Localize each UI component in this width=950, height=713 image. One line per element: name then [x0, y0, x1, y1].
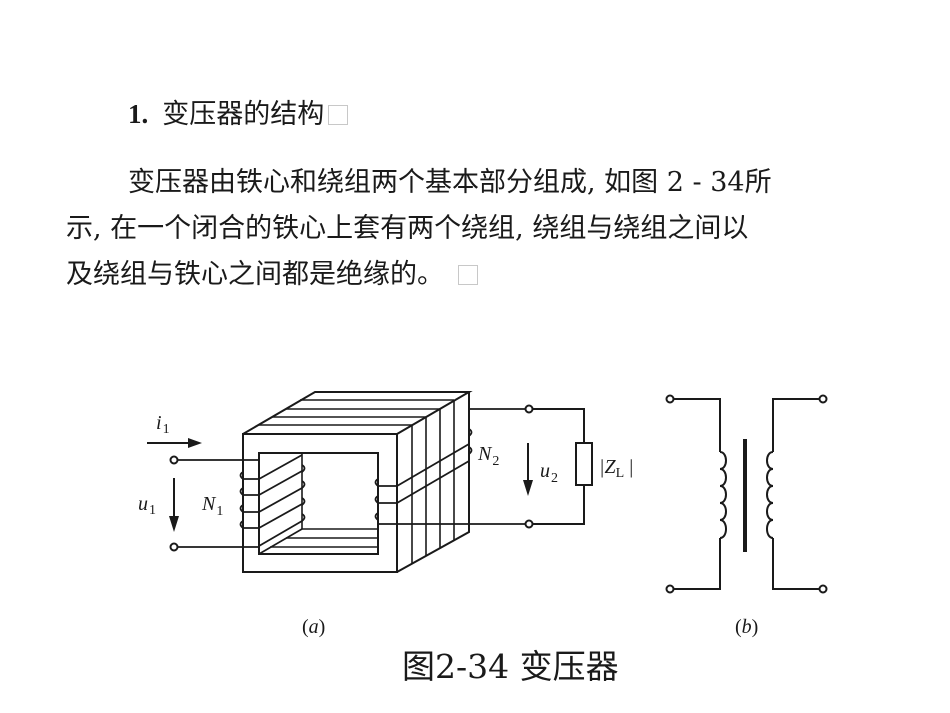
empty-box-icon: [458, 265, 478, 285]
subfigure-label-b: (b): [735, 616, 759, 638]
section-title: 变压器的结构: [162, 99, 325, 130]
secondary-winding: [374, 408, 525, 525]
primary-coil: [719, 451, 727, 539]
symbol-terminal: [818, 584, 828, 594]
figure-caption: 图2-34 变压器: [402, 647, 619, 686]
load-impedance: [575, 442, 593, 486]
label-i1: i1: [156, 412, 170, 437]
voltage-arrow-u1: [169, 478, 179, 532]
label-N2: N2: [477, 443, 499, 469]
symbol-terminal: [665, 394, 675, 404]
paragraph-line: 变压器由铁心和绕组两个基本部分组成, 如图 2 - 34所: [128, 167, 772, 198]
current-arrow-i1: [147, 438, 202, 448]
empty-box-icon: [328, 105, 349, 125]
window-depth-lines: [258, 453, 378, 555]
secondary-coil: [766, 451, 774, 539]
input-terminal-bottom: [169, 542, 179, 552]
label-u1: u1: [138, 493, 156, 518]
core-top-face: [242, 391, 473, 435]
section-heading: 1. 变压器的结构: [128, 96, 349, 133]
paragraph-line-text: 及绕组与铁心之间都是绝缘的。: [66, 259, 444, 290]
symbol-terminal: [665, 584, 675, 594]
load-wire-bottom: [533, 485, 585, 525]
label-N1: N1: [201, 493, 223, 519]
subfigure-label-a: (a): [302, 616, 326, 638]
output-terminal-bottom: [524, 519, 534, 529]
symbol-terminal: [818, 394, 828, 404]
core-front-face: [242, 433, 398, 573]
transformer-symbol: [665, 394, 828, 594]
paragraph-line: 示, 在一个闭合的铁心上套有两个绕组, 绕组与绕组之间以: [66, 213, 749, 244]
iron-core: [242, 391, 473, 573]
primary-winding: [178, 454, 306, 548]
core-right-face: [396, 392, 470, 573]
body-paragraph: 变压器由铁心和绕组两个基本部分组成, 如图 2 - 34所 示, 在一个闭合的铁…: [66, 160, 866, 298]
output-terminal-top: [524, 404, 534, 414]
lamination-lines-top: [258, 399, 454, 426]
label-ZL: |ZL |: [599, 456, 633, 481]
paragraph-line: 及绕组与铁心之间都是绝缘的。: [66, 252, 866, 298]
input-terminal-top: [169, 455, 179, 465]
label-u2: u2: [540, 460, 558, 486]
voltage-arrow-u2: [523, 443, 533, 496]
load-wire-top: [533, 408, 585, 443]
section-number: 1.: [128, 99, 149, 129]
